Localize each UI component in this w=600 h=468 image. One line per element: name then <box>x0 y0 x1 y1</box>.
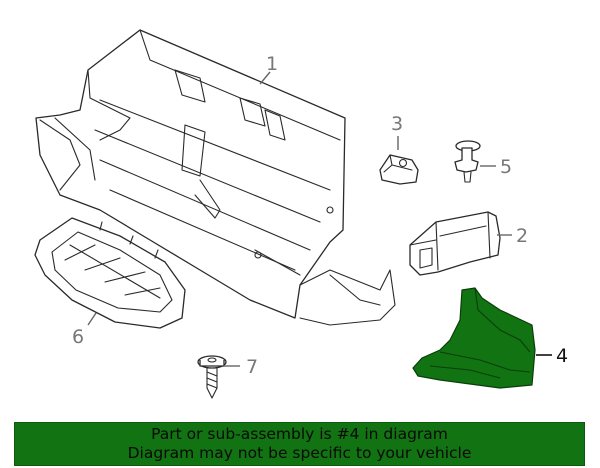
parts-diagram: 1 2 3 4 5 6 7 <box>34 29 568 399</box>
callout-4: 4 <box>556 345 568 367</box>
callout-7: 7 <box>246 356 258 378</box>
callout-5: 5 <box>500 156 512 178</box>
part-info-banner: Part or sub-assembly is #4 in diagram Di… <box>14 422 585 466</box>
banner-line-2: Diagram may not be specific to your vehi… <box>127 444 472 462</box>
part-1-radiator-support <box>35 29 396 326</box>
part-5-push-clip <box>454 140 481 183</box>
part-4-air-deflector <box>412 287 536 389</box>
part-3-bracket <box>379 154 419 185</box>
part-2-air-duct <box>409 211 501 276</box>
callout-1: 1 <box>266 53 278 75</box>
callout-6: 6 <box>72 326 84 348</box>
leader-1 <box>259 71 271 85</box>
part-6-lower-grille <box>34 217 186 329</box>
banner-line-1: Part or sub-assembly is #4 in diagram <box>151 425 448 443</box>
callout-2: 2 <box>516 225 528 247</box>
part-7-screw <box>197 355 227 399</box>
callout-3: 3 <box>391 113 403 135</box>
leader-6 <box>87 312 97 326</box>
part-4-shape <box>412 287 536 389</box>
